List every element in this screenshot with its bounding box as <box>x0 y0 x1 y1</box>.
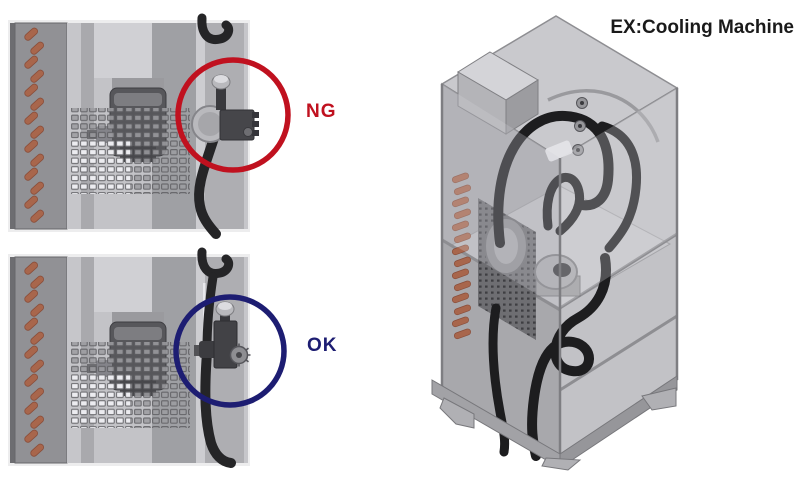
ok-label: OK <box>307 335 338 356</box>
ng-closeup-figure <box>8 20 291 239</box>
ng-label: NG <box>306 101 337 122</box>
frame-posts <box>440 84 679 458</box>
figure-title: EX:Cooling Machine <box>610 17 794 38</box>
pipe-fittings <box>545 97 588 162</box>
ok-valve-assembly <box>194 272 251 468</box>
cooling-machine-figure <box>431 15 679 471</box>
refrigerant-hoses <box>488 110 642 461</box>
ng-valve-assembly <box>191 74 259 239</box>
top-duct-block <box>457 51 539 135</box>
ok-circle-annotation <box>173 294 287 408</box>
base-and-feet <box>431 375 678 471</box>
ng-circle-annotation <box>175 57 291 173</box>
pump-unit <box>534 254 581 297</box>
ok-closeup-figure <box>8 253 287 468</box>
